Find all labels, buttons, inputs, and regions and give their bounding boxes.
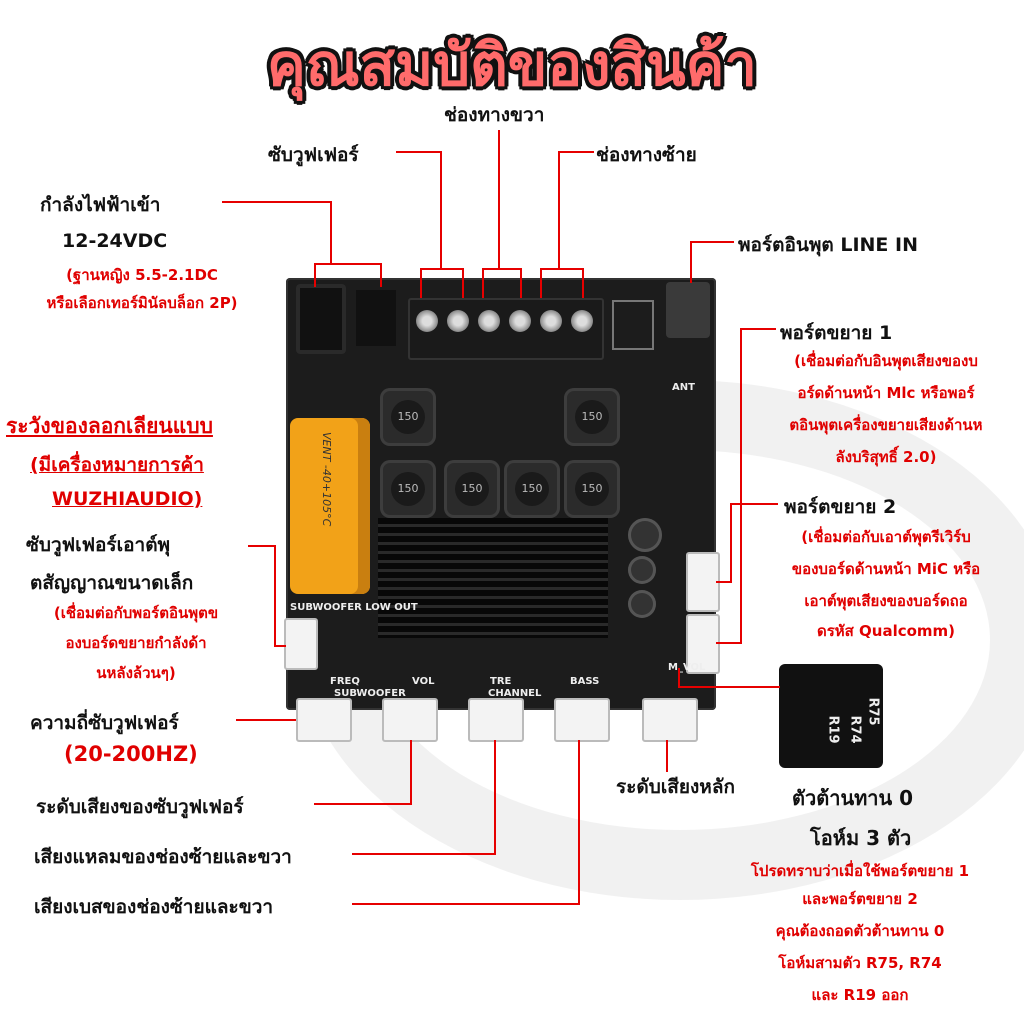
label-left-channel: ช่องทางซ้าย <box>596 144 697 166</box>
exp1-note-3: ตอินพุตเครื่องขยายเสียงด้านห <box>789 416 983 434</box>
label-treble: เสียงแหลมของช่องซ้ายและขวา <box>34 846 292 868</box>
silk-m-vol: M_VOL <box>668 662 706 673</box>
label-subwoofer: ซับวูฟเฟอร์ <box>268 144 359 166</box>
power-terminal <box>356 290 396 346</box>
sub-vol-connector[interactable] <box>382 698 438 742</box>
notice-4: โอห์มสามตัว R75, R74 <box>778 954 942 972</box>
inductor: 150 <box>564 388 620 446</box>
power-note-1: (ฐานหญิง 5.5-2.1DC <box>66 266 218 284</box>
small-capacitor <box>628 556 656 584</box>
main-vol-connector[interactable] <box>642 698 698 742</box>
sub-out-connector[interactable] <box>284 618 318 670</box>
label-line-in: พอร์ตอินพุต LINE IN <box>738 234 918 256</box>
expansion-port-1-connector[interactable] <box>686 614 720 674</box>
silk-tre: TRE <box>490 676 512 687</box>
page-title: คุณสมบัติของสินค้า <box>267 31 757 99</box>
beware-title: ระวังของลอกเลียนแบบ <box>6 414 213 438</box>
silk-subwoofer: SUBWOOFER <box>334 688 406 699</box>
label-sub-out-2: ตสัญญาณขนาดเล็ก <box>30 572 194 594</box>
dc-jack <box>296 284 346 354</box>
inductor: 150 <box>380 460 436 518</box>
bass-connector[interactable] <box>554 698 610 742</box>
small-capacitor <box>628 518 662 552</box>
label-main-vol: ระดับเสียงหลัก <box>616 776 735 798</box>
exp2-note-2: ของบอร์ดด้านหน้า MiC หรือ <box>791 560 981 578</box>
silk-channel: CHANNEL <box>488 688 542 699</box>
sub-out-note-2: องบอร์ดขยายกำลังด้า <box>65 634 207 652</box>
exp1-note-4: ลังบริสุทธิ์ 2.0) <box>835 448 937 466</box>
label-sub-freq: ความถี่ซับวูฟเฟอร์ <box>30 712 179 734</box>
label-sub-out-1: ซับวูฟเฟอร์เอาต์พุ <box>26 534 171 556</box>
notice-1: โปรดทราบว่าเมื่อใช้พอร์ตขยาย 1 <box>750 862 970 880</box>
label-resistor-1: ตัวต้านทาน 0 <box>792 786 914 810</box>
inductor: 150 <box>504 460 560 518</box>
expansion-port-2-connector[interactable] <box>686 552 720 612</box>
label-exp1: พอร์ตขยาย 1 <box>780 322 893 344</box>
inductor: 150 <box>444 460 500 518</box>
label-voltage: 12-24VDC <box>62 230 168 252</box>
sub-out-note-3: นหลังล้วนๆ) <box>96 664 176 682</box>
label-sub-level: ระดับเสียงของซับวูฟเฟอร์ <box>36 796 244 818</box>
exp1-note-2: อร์ดด้านหน้า Mlc หรือพอร์ <box>797 384 975 402</box>
beware-brand: WUZHIAUDIO) <box>52 488 203 510</box>
silk-freq: FREQ <box>330 676 360 687</box>
notice-5: และ R19 ออก <box>811 986 909 1004</box>
exp2-note-1: (เชื่อมต่อกับเอาต์พุตรีเวิร์บ <box>801 528 971 546</box>
label-power-in: กำลังไฟฟ้าเข้า <box>40 194 161 216</box>
label-bass: เสียงเบสของช่องซ้ายและขวา <box>34 896 274 918</box>
freq-connector[interactable] <box>296 698 352 742</box>
treble-connector[interactable] <box>468 698 524 742</box>
heatsink <box>378 518 608 638</box>
silk-r19: R19 <box>825 715 841 744</box>
notice-3: คุณต้องถอดตัวต้านทาน 0 <box>775 922 945 940</box>
silk-r74: R74 <box>847 715 863 744</box>
silk-ant: ANT <box>672 382 695 393</box>
line-in-jack <box>666 282 710 338</box>
silk-r75: R75 <box>865 697 881 726</box>
notice-2: และพอร์ตขยาย 2 <box>802 890 918 908</box>
bluetooth-antenna <box>612 300 654 350</box>
label-resistor-2: โอห์ม 3 ตัว <box>810 826 912 850</box>
silk-vol: VOL <box>412 676 435 687</box>
small-capacitor <box>628 590 656 618</box>
power-note-2: หรือเลือกเทอร์มินัลบล็อก 2P) <box>46 294 238 312</box>
speaker-terminal-block <box>408 298 604 360</box>
beware-trademark: (มีเครื่องหมายการค้า <box>30 454 204 476</box>
silk-sub-low-out: SUBWOOFER LOW OUT <box>290 602 418 613</box>
label-sub-freq-range: (20-200HZ) <box>64 742 198 766</box>
exp1-note-1: (เชื่อมต่อกับอินพุตเสียงของบ <box>794 352 978 370</box>
resistor-closeup: R75 R74 R19 <box>779 664 883 768</box>
inductor: 150 <box>380 388 436 446</box>
inductor: 150 <box>564 460 620 518</box>
sub-out-note-1: (เชื่อมต่อกับพอร์ตอินพุตข <box>53 604 219 622</box>
silk-bass: BASS <box>570 676 600 687</box>
label-exp2: พอร์ตขยาย 2 <box>784 496 897 518</box>
electrolytic-capacitor: VENT -40+105°C <box>290 418 370 594</box>
exp2-note-3: เอาต์พุตเสียงของบอร์ดถอ <box>804 592 968 610</box>
label-right-channel: ช่องทางขวา <box>444 104 545 126</box>
exp2-note-4: ดรหัส Qualcomm) <box>816 622 956 640</box>
